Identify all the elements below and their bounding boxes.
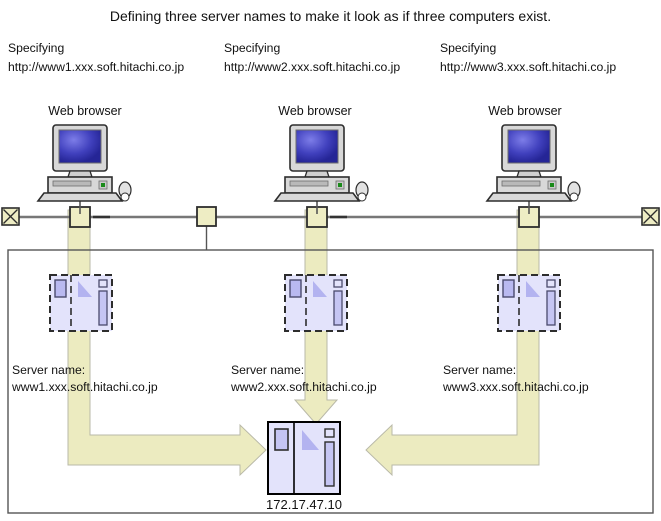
physical-server-left-panel: [274, 428, 289, 451]
server-led-box-3: [546, 279, 556, 288]
monitor-screen-3: [507, 129, 551, 164]
server-bar-1: [98, 290, 108, 326]
virtual-server-1: [49, 274, 113, 332]
monitor-stand-3: [516, 170, 542, 178]
page-title: Defining three server names to make it l…: [109, 8, 552, 24]
physical-server-led-box: [324, 428, 335, 438]
monitor-screen-2: [295, 129, 339, 164]
specify-url-2: http://www2.xxx.soft.hitachi.co.jp: [224, 60, 401, 74]
mouse-ball-1: [120, 192, 130, 202]
browser-caption-3: Web browser: [488, 104, 562, 118]
monitor-screen-1: [58, 129, 102, 164]
physical-server-bar: [324, 441, 335, 487]
virtual-server-2: [284, 274, 348, 332]
bus-terminator-left: [1, 207, 20, 226]
server-name-value-1: www1.xxx.soft.hitachi.co.jp: [12, 380, 158, 394]
keyboard-2: [273, 192, 361, 202]
browser-caption-1: Web browser: [48, 104, 122, 118]
network-bus: [14, 215, 647, 250]
virtual-server-3: [497, 274, 561, 332]
server-triangle-1: [78, 281, 92, 297]
specify-url-3: http://www3.xxx.soft.hitachi.co.jp: [440, 60, 617, 74]
computer-icon-1: [36, 124, 132, 214]
drive-slot-2: [289, 180, 329, 187]
monitor-stand-1: [67, 170, 93, 178]
keyboard-3: [485, 192, 573, 202]
network-connector-spare: [196, 206, 217, 227]
server-bar-3: [546, 290, 556, 326]
drive-slot-3: [501, 180, 541, 187]
keyboard-1: [36, 192, 124, 202]
specify-label-2: Specifying: [224, 41, 281, 55]
server-left-panel-3: [502, 279, 515, 298]
machine-boundary: [7, 249, 654, 514]
server-name-label-2: Server name:: [231, 363, 305, 377]
server-triangle-3: [526, 281, 540, 297]
server-name-label-1: Server name:: [12, 363, 86, 377]
server-name-value-3: www3.xxx.soft.hitachi.co.jp: [443, 380, 589, 394]
server-triangle-2: [313, 281, 327, 297]
specify-label-3: Specifying: [440, 41, 497, 55]
drive-slot-1: [52, 180, 92, 187]
server-bar-2: [333, 290, 343, 326]
computer-icon-3: [485, 124, 581, 214]
computer-icon-2: [273, 124, 369, 214]
browser-caption-2: Web browser: [278, 104, 352, 118]
bus-terminator-right: [641, 207, 660, 226]
server-led-box-1: [98, 279, 108, 288]
server-left-panel-2: [289, 279, 302, 298]
specify-label-1: Specifying: [8, 41, 65, 55]
physical-server-ip-label: 172.17.47.10: [266, 497, 342, 512]
physical-server-triangle: [302, 430, 319, 450]
power-led-1: [101, 183, 105, 187]
monitor-stand-2: [304, 170, 330, 178]
server-left-panel-1: [54, 279, 67, 298]
server-name-label-3: Server name:: [443, 363, 517, 377]
server-led-box-2: [333, 279, 343, 288]
mouse-ball-2: [357, 192, 367, 202]
specify-url-1: http://www1.xxx.soft.hitachi.co.jp: [8, 60, 185, 74]
mouse-ball-3: [569, 192, 579, 202]
power-led-2: [338, 183, 342, 187]
server-name-value-2: www2.xxx.soft.hitachi.co.jp: [231, 380, 377, 394]
power-led-3: [550, 183, 554, 187]
physical-server: [267, 421, 341, 495]
flow-arrow-right: [365, 209, 540, 477]
